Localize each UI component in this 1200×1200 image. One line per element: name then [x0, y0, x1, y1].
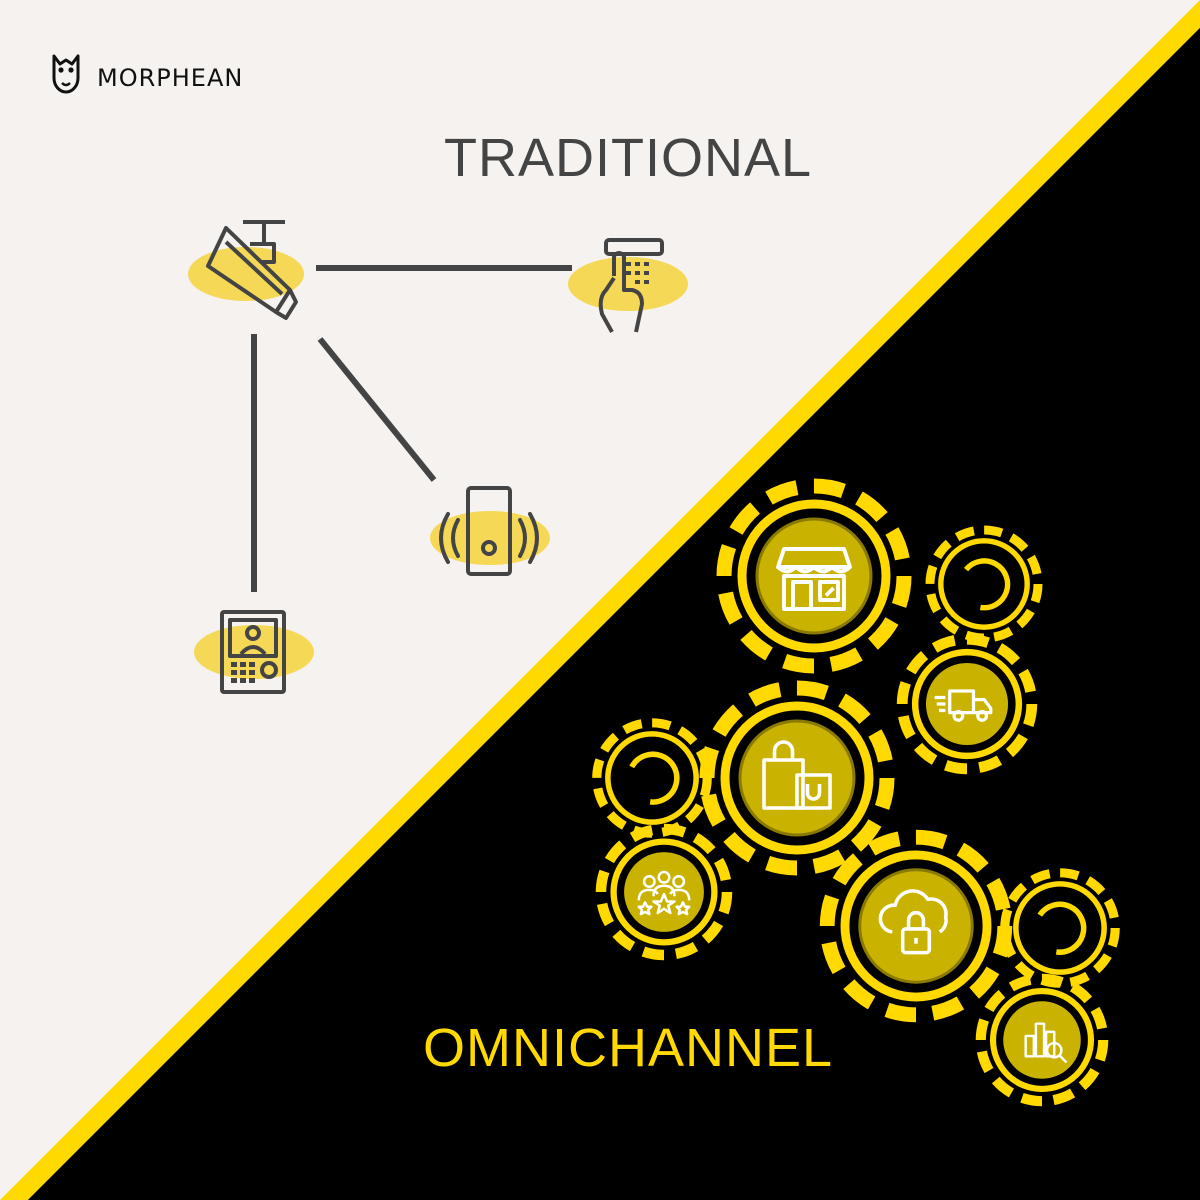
gear-analytics: [981, 979, 1103, 1101]
brand-logo[interactable]: MORPHEAN: [52, 54, 243, 94]
sensor-alarm-icon: [430, 486, 550, 576]
video-intercom-icon: [194, 610, 314, 694]
cctv-camera-icon: [188, 220, 304, 320]
traditional-title: TRADITIONAL: [444, 128, 812, 188]
gear-shopping: [707, 688, 887, 868]
gear-empty-bottom-right: [1005, 873, 1115, 983]
gear-customers: [601, 829, 727, 955]
delivery-truck-icon: [934, 689, 993, 722]
storefront-icon: [776, 547, 852, 611]
keypad-access-icon: [568, 238, 688, 333]
shopping-bags-icon: [762, 740, 832, 810]
omnichannel-title: OMNICHANNEL: [423, 1018, 833, 1078]
owl-icon: [52, 54, 80, 94]
customer-group-icon: [637, 870, 691, 916]
gear-storefront: [724, 486, 904, 666]
gear-empty-top-right: [930, 530, 1038, 638]
omnichannel-gears: [597, 486, 1115, 1101]
gear-cloud-security: [827, 837, 1005, 1015]
device-connections: [251, 265, 572, 592]
gear-empty-left: [597, 723, 707, 833]
analytics-search-icon: [1024, 1022, 1068, 1064]
brand-name: MORPHEAN: [97, 64, 243, 92]
gear-delivery: [902, 639, 1032, 769]
cloud-lock-icon: [878, 889, 948, 955]
connector-camera-sensor: [317, 337, 437, 482]
